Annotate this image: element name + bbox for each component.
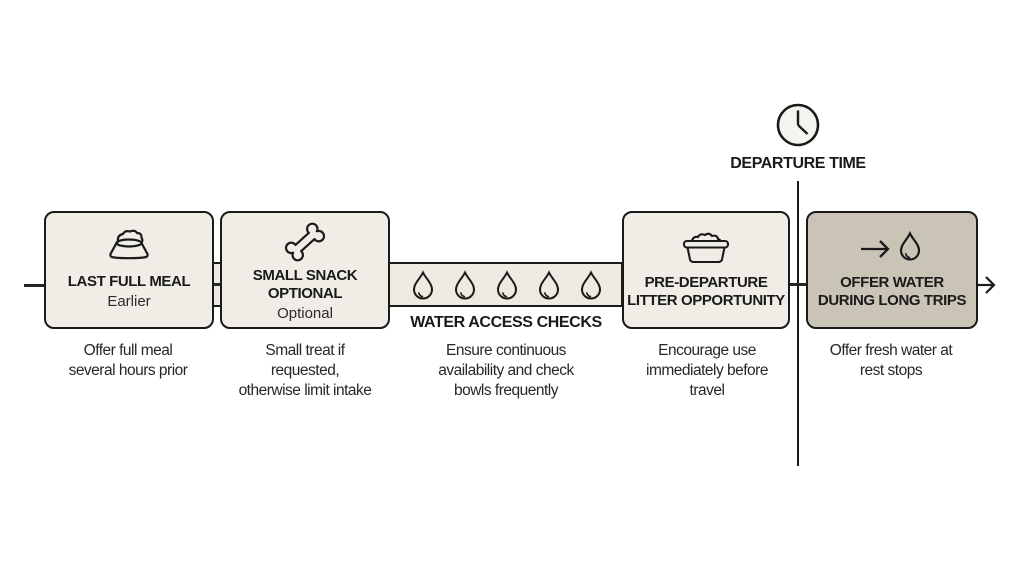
step-caption: Ensure continuous availability and check… (438, 342, 574, 399)
water-droplet-icon (538, 270, 560, 300)
step-box-last-full-meal: LAST FULL MEAL Earlier (44, 211, 214, 329)
step-box-offer-water: OFFER WATER DURING LONG TRIPS (806, 211, 978, 329)
step-caption: Offer fresh water at rest stops (829, 342, 953, 379)
step-subtitle: Earlier (107, 293, 151, 310)
water-droplet-icon (496, 270, 518, 300)
step-title: LAST FULL MEAL (67, 273, 191, 290)
timeline-lead-line (24, 284, 45, 287)
step-box-small-snack: SMALL SNACK OPTIONAL Optional (220, 211, 390, 329)
step-caption: Small treat if requested, otherwise limi… (238, 342, 372, 399)
timeline-connector-line (788, 283, 807, 286)
arrow-water-droplet-icon (861, 230, 921, 261)
step-title: OFFER WATER DURING LONG TRIPS (817, 274, 967, 309)
bone-icon (284, 222, 326, 261)
step-caption: Offer full meal several hours prior (68, 342, 188, 379)
water-droplet-icon (580, 270, 602, 300)
clock-icon (776, 103, 820, 147)
timeline-end-arrow-icon (977, 276, 996, 294)
step-title: PRE-DEPARTURE LITTER OPPORTUNITY (627, 274, 785, 309)
water-droplet-icon (454, 270, 476, 300)
food-bowl-icon (109, 229, 149, 260)
departure-time-label: DEPARTURE TIME (730, 155, 866, 172)
water-access-title: WATER ACCESS CHECKS (410, 314, 602, 331)
step-title: SMALL SNACK OPTIONAL (252, 266, 358, 302)
step-box-litter-opportunity: PRE-DEPARTURE LITTER OPPORTUNITY (622, 211, 790, 329)
water-droplet-icon (412, 270, 434, 300)
step-subtitle: Optional (277, 304, 333, 322)
timeline-connector-line (211, 283, 222, 286)
litter-box-icon (682, 232, 730, 264)
departure-time-line (797, 181, 799, 466)
step-caption: Encourage use immediately before travel (646, 342, 768, 399)
